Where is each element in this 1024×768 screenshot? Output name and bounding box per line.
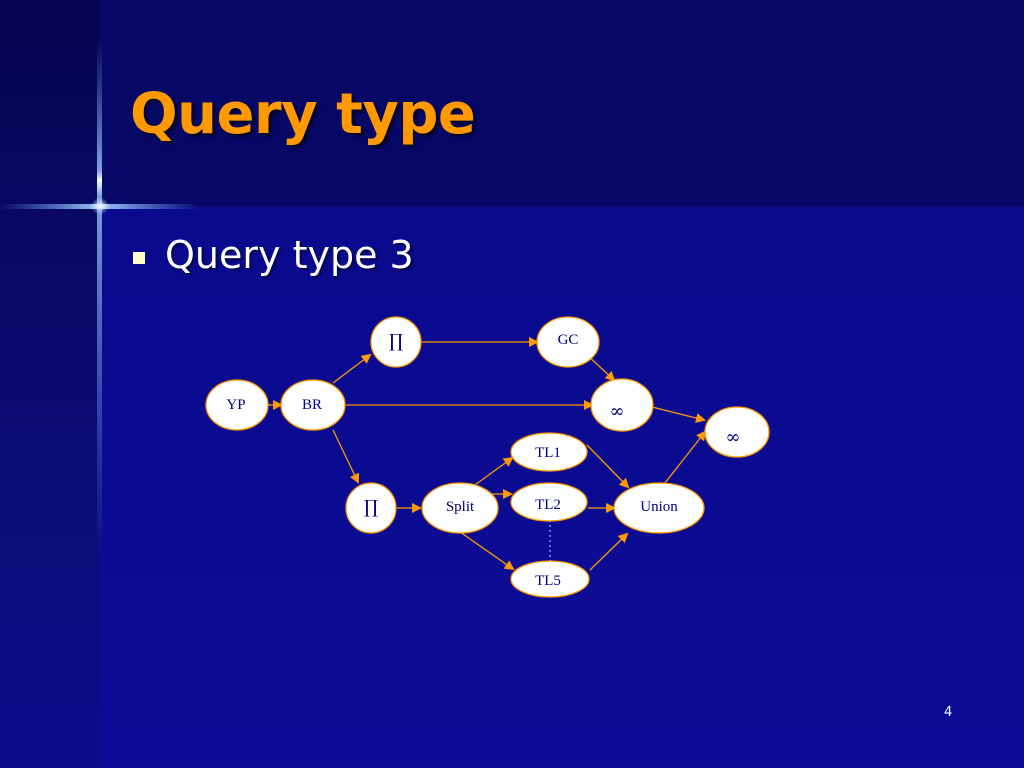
- edge-br-proj-top: [332, 353, 372, 384]
- node-projection-top: ∏: [370, 316, 422, 368]
- edge-tl5-union: [589, 532, 629, 571]
- edge-union-join-right: [664, 430, 707, 484]
- node-gc: GC: [536, 316, 600, 368]
- node-union: Union: [613, 482, 705, 534]
- node-join-right: ∞: [704, 406, 770, 458]
- bullet-text: Query type 3: [165, 233, 414, 277]
- slide-page-number: 4: [944, 705, 953, 720]
- node-join-middle-label: ∞: [610, 401, 625, 422]
- bullet-item: Query type 3: [133, 233, 414, 277]
- node-join-right-label: ∞: [726, 427, 741, 448]
- edge-split-tl1: [474, 456, 514, 486]
- node-yp: YP: [205, 379, 269, 431]
- edge-tl1-union: [586, 444, 630, 489]
- node-tl2: TL2: [510, 482, 588, 522]
- node-union-label: Union: [640, 499, 678, 515]
- node-tl2-label: TL2: [535, 497, 561, 513]
- background-header-band: [100, 0, 1024, 207]
- node-split: Split: [421, 482, 499, 534]
- node-br-label: BR: [302, 397, 322, 413]
- node-tl1: TL1: [510, 432, 588, 472]
- node-projection-bottom-label: ∏: [364, 497, 378, 518]
- node-join-middle: ∞: [590, 378, 654, 432]
- square-bullet-icon: [133, 252, 145, 264]
- slide-title: Query type: [130, 82, 476, 147]
- node-projection-top-label: ∏: [389, 331, 403, 352]
- node-br: BR: [280, 379, 346, 431]
- node-tl5-label: TL5: [535, 573, 561, 589]
- edge-br-proj-bottom: [332, 429, 360, 484]
- node-tl1-label: TL1: [535, 445, 561, 461]
- node-gc-label: GC: [558, 332, 579, 348]
- background-left-band: [0, 0, 100, 768]
- node-yp-label: YP: [226, 397, 245, 413]
- node-tl5: TL5: [510, 560, 590, 598]
- edge-split-tl5: [459, 531, 515, 571]
- diagram-edges: [268, 337, 707, 571]
- edge-join-join-right: [651, 406, 706, 423]
- node-projection-bottom: ∏: [345, 482, 397, 534]
- node-split-label: Split: [446, 499, 475, 515]
